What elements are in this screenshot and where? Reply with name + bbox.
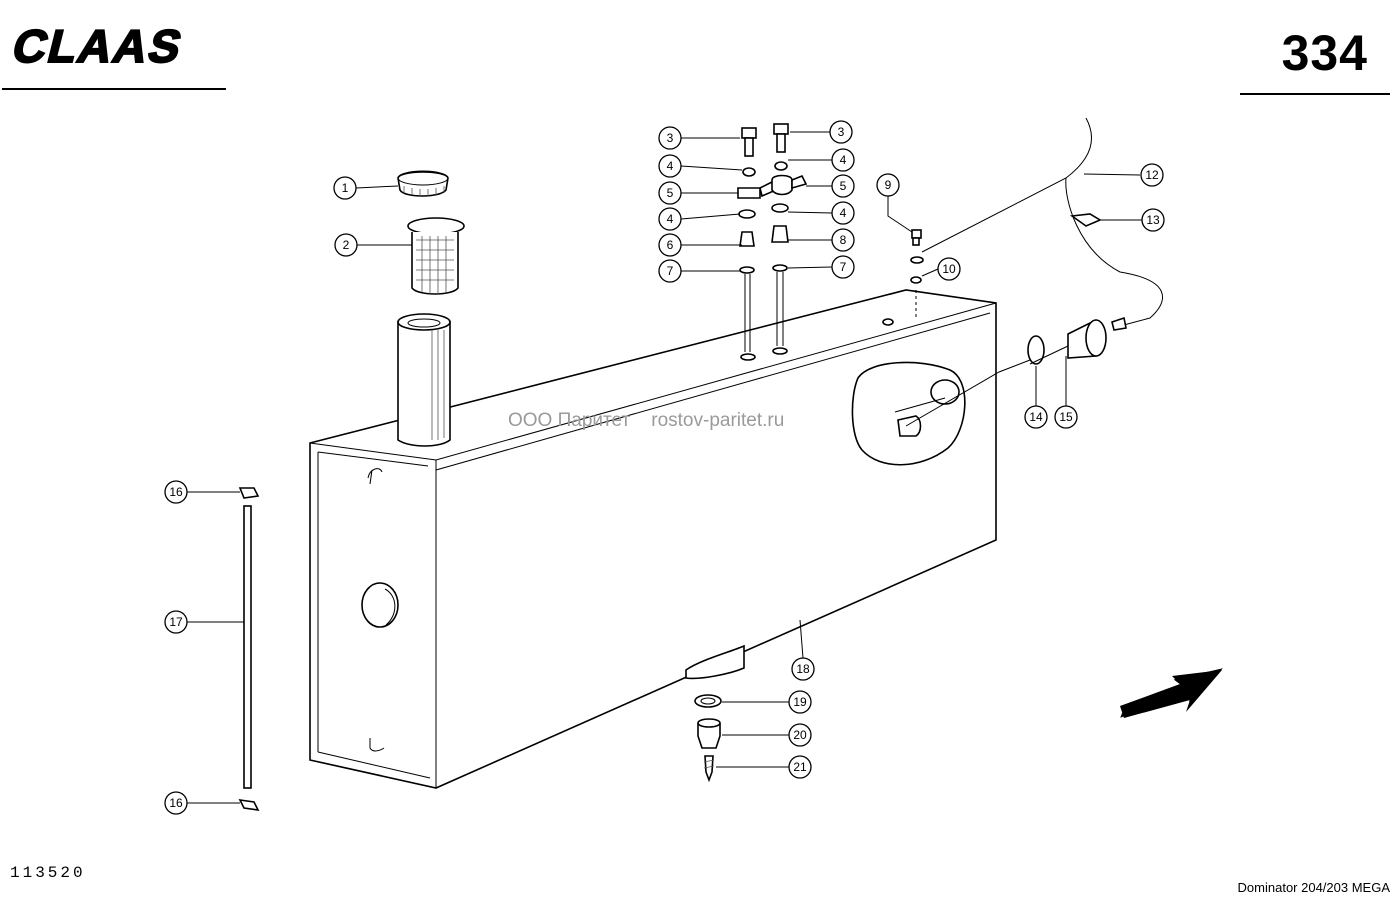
svg-text:12: 12	[1145, 168, 1159, 182]
callout-4-right-a: 4	[831, 148, 855, 172]
svg-text:7: 7	[667, 264, 674, 278]
svg-text:16: 16	[169, 796, 183, 810]
svg-text:9: 9	[885, 178, 892, 192]
svg-text:16: 16	[169, 485, 183, 499]
svg-text:8: 8	[840, 233, 847, 247]
fuel-tank	[309, 289, 1031, 789]
part-9-10-screw	[910, 229, 924, 318]
svg-text:6: 6	[667, 238, 674, 252]
callout-1: 1	[333, 176, 357, 200]
svg-text:4: 4	[840, 153, 847, 167]
svg-text:21: 21	[793, 760, 807, 774]
svg-text:5: 5	[667, 186, 674, 200]
svg-text:CLAAS: CLAAS	[8, 21, 189, 72]
part-2-strainer	[407, 217, 465, 295]
svg-text:18: 18	[796, 662, 810, 676]
callout-14: 14	[1024, 405, 1048, 429]
page-number: 334	[1281, 25, 1368, 81]
callout-5-left: 5	[658, 181, 682, 205]
svg-text:7: 7	[840, 260, 847, 274]
callout-10: 10	[937, 257, 961, 281]
svg-text:13: 13	[1146, 213, 1160, 227]
claas-logo: CLAAS	[7, 20, 190, 73]
callout-4-right-b: 4	[831, 201, 855, 225]
callout-12: 12	[1140, 163, 1164, 187]
model-name: Dominator 204/203 MEGA	[1237, 880, 1390, 895]
part-19-21-drain	[694, 694, 722, 783]
watermark: ООО Паритет rostov-paritet.ru	[508, 410, 785, 431]
callout-9: 9	[876, 173, 900, 197]
svg-text:4: 4	[667, 212, 674, 226]
svg-text:5: 5	[840, 179, 847, 193]
part-12-cable	[921, 117, 1163, 331]
svg-text:15: 15	[1059, 410, 1073, 424]
header-rule-right	[1240, 93, 1390, 95]
drawing-number: 113520	[10, 864, 86, 882]
leader-lines	[187, 131, 1142, 804]
callout-3-right: 3	[829, 120, 853, 144]
svg-text:10: 10	[942, 262, 956, 276]
callout-3-left: 3	[658, 126, 682, 150]
svg-text:2: 2	[343, 238, 350, 252]
callout-15: 15	[1054, 405, 1078, 429]
callout-7-right: 7	[831, 255, 855, 279]
right-vent-assembly	[771, 123, 808, 346]
callout-21: 21	[788, 755, 812, 779]
svg-text:19: 19	[793, 695, 807, 709]
callout-20: 20	[788, 723, 812, 747]
svg-text:1: 1	[342, 181, 349, 195]
svg-text:4: 4	[667, 159, 674, 173]
part-1-cap	[397, 170, 449, 197]
svg-text:14: 14	[1029, 410, 1043, 424]
arrow-up-right-icon	[1120, 668, 1223, 718]
callout-7-left: 7	[658, 259, 682, 283]
callout-4-left-b: 4	[658, 207, 682, 231]
header-rule-left	[2, 88, 226, 90]
callout-16-bottom: 16	[164, 791, 188, 815]
callout-17: 17	[164, 610, 188, 634]
callout-8: 8	[831, 228, 855, 252]
svg-text:3: 3	[667, 131, 674, 145]
part-16-17-rod	[238, 487, 260, 812]
left-vent-assembly	[737, 127, 778, 352]
callout-6: 6	[658, 233, 682, 257]
svg-text:17: 17	[169, 615, 183, 629]
svg-text:20: 20	[793, 728, 807, 742]
callout-13: 13	[1141, 208, 1165, 232]
svg-text:3: 3	[838, 125, 845, 139]
callout-4-left-a: 4	[658, 154, 682, 178]
part-14-15-sender	[1027, 319, 1107, 365]
callout-16-top: 16	[164, 480, 188, 504]
svg-text:4: 4	[840, 206, 847, 220]
callout-2: 2	[334, 233, 358, 257]
callout-5-right: 5	[831, 174, 855, 198]
callout-18: 18	[791, 657, 815, 681]
callout-19: 19	[788, 690, 812, 714]
